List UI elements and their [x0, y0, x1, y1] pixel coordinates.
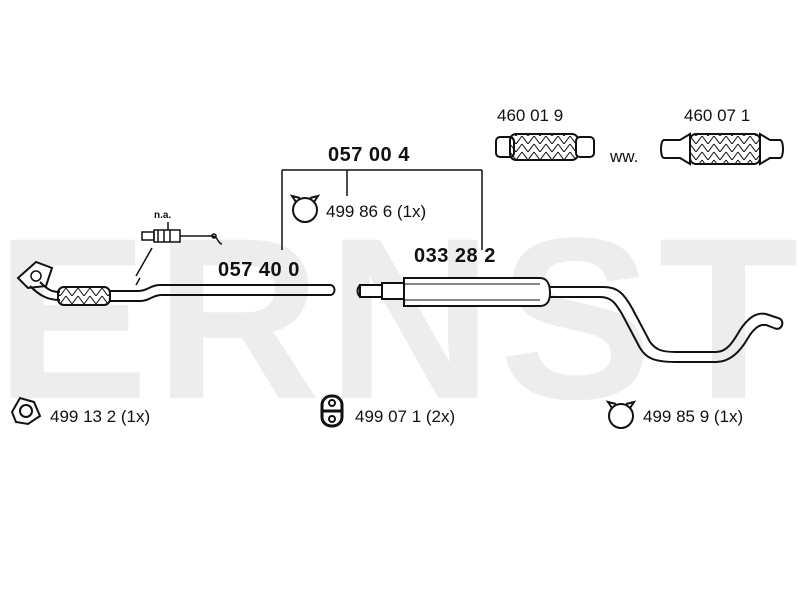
fitting-code-flange-gasket: 499 13 2 (1x)	[50, 407, 151, 426]
clamp-icon	[605, 400, 637, 429]
clamp-icon	[289, 194, 321, 223]
fitting-code-clamp-top: 499 86 6 (1x)	[326, 202, 427, 221]
kit-code: 057 00 4	[328, 144, 410, 166]
flex-pipe-b	[660, 132, 784, 166]
rubber-mount-icon	[320, 394, 344, 428]
flex-pipe-b-code: 460 07 1	[684, 106, 751, 125]
fitting-code-rubber-mount: 499 07 1 (2x)	[355, 407, 456, 426]
middle-silencer	[356, 277, 784, 363]
fitting-code-clamp-bottom: 499 85 9 (1x)	[643, 407, 744, 426]
lambda-sensor	[135, 222, 223, 277]
flange-gasket-icon	[10, 396, 42, 426]
brand-watermark: ERNST	[0, 190, 800, 447]
alternative-text: ww.	[610, 147, 639, 166]
kit-bracket	[281, 169, 483, 250]
flex-pipe-a-code: 460 01 9	[497, 106, 564, 125]
front-pipe-code: 057 40 0	[218, 259, 300, 281]
front-pipe	[16, 260, 336, 306]
middle-silencer-code: 033 28 2	[414, 245, 496, 267]
flex-pipe-a	[495, 133, 595, 161]
sensor-note: n.a.	[154, 210, 172, 221]
